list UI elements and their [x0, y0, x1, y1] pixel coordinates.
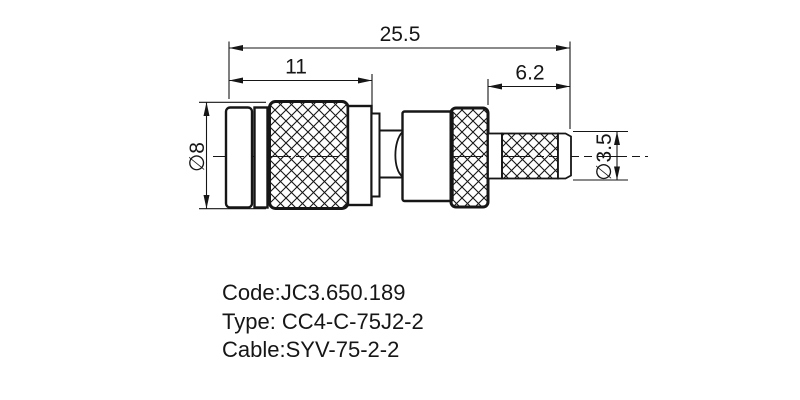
connector-body [213, 100, 648, 210]
dim-body-length-label: 11 [285, 56, 307, 79]
dimension-annotations [199, 41, 628, 210]
knurl-tail [501, 132, 559, 180]
dim-overall-length-label: 25.5 [380, 23, 421, 46]
info-cable-line: Cable:SYV-75-2-2 [222, 337, 399, 362]
tail-tube [487, 132, 503, 180]
hex-arc [394, 131, 404, 178]
dim-tail-diameter-label: ∅3.5 [593, 133, 616, 181]
info-type-line: Type: CC4-C-75J2-2 [222, 309, 424, 334]
knurl-main [268, 100, 350, 210]
crimp-body [401, 110, 454, 203]
rear-ring [346, 104, 373, 207]
info-block: Code:JC3.650.189 Type: CC4-C-75J2-2 Cabl… [222, 280, 424, 362]
front-ring [253, 106, 269, 209]
knurl-second [449, 106, 490, 209]
info-code-line: Code:JC3.650.189 [222, 280, 405, 305]
arrowheads [203, 45, 620, 209]
dim-tail-length-label: 6.2 [515, 62, 544, 85]
dim-body-diameter-label: ∅8 [186, 142, 209, 172]
tail-end-cap [557, 132, 572, 180]
step-ring [370, 112, 381, 198]
front-cap [224, 106, 254, 209]
